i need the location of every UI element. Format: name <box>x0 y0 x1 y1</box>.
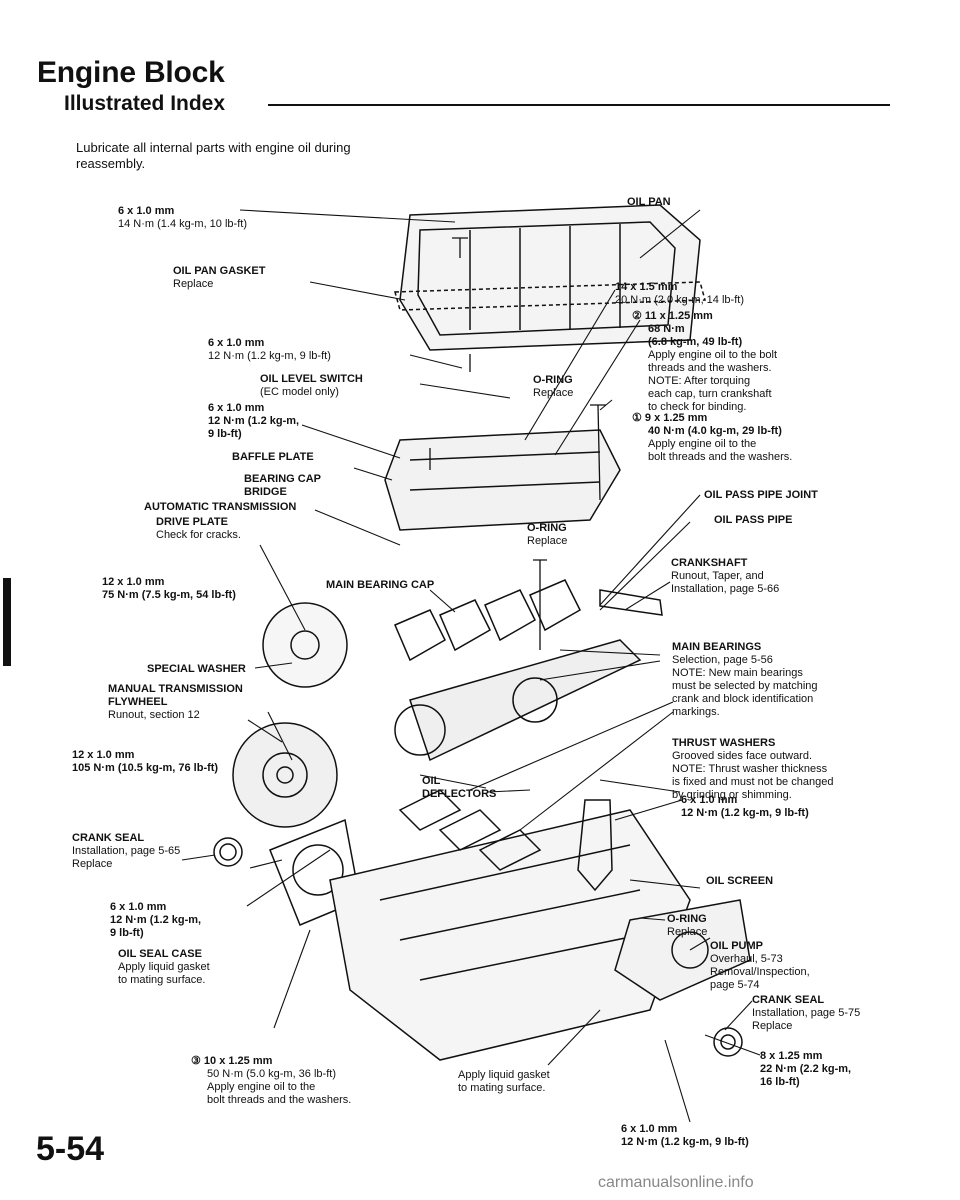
label-bolt-11x1-25: ② 11 x 1.25 mm 68 N·m (6.8 kg-m, 49 lb-f… <box>632 310 778 413</box>
oil-pump-shape <box>614 899 751 1001</box>
watermark: carmanualsonline.info <box>598 1174 754 1191</box>
label-main-bearing-cap: MAIN BEARING CAP <box>326 579 435 591</box>
crankshaft-shape <box>409 639 642 762</box>
page-title: Engine Block <box>37 56 225 89</box>
crank-seal-right-shape <box>713 1027 743 1057</box>
label-oil-screen: OIL SCREEN <box>706 875 774 887</box>
label-oil-pass-pipe: OIL PASS PIPE <box>714 514 793 526</box>
oil-pan-gasket-shape <box>394 281 706 311</box>
label-oil-pass-pipe-joint: OIL PASS PIPE JOINT <box>704 489 818 501</box>
label-baffle-plate: BAFFLE PLATE <box>232 451 314 463</box>
header-rule <box>268 104 890 106</box>
oil-pass-pipe-shape <box>599 589 663 616</box>
leader-lines <box>181 209 761 1123</box>
page-subtitle: Illustrated Index <box>64 92 226 115</box>
main-bearing-caps-shape <box>394 579 581 662</box>
label-bolt-9x1-25: ① 9 x 1.25 mm 40 N·m (4.0 kg-m, 29 lb-ft… <box>632 412 793 463</box>
label-oil-pan: OIL PAN <box>627 196 671 208</box>
baffle-plate-shape <box>384 429 621 531</box>
oil-screen-shape <box>577 799 613 892</box>
section-tab-marker <box>3 578 11 666</box>
label-automatic-transmission: AUTOMATIC TRANSMISSION <box>144 501 297 513</box>
intro-text: Lubricate all internal parts with engine… <box>76 140 351 171</box>
page-number: 5-54 <box>36 1130 105 1168</box>
engine-block-shape <box>329 809 691 1061</box>
label-manual-transmission: MANUAL TRANSMISSION <box>108 683 243 695</box>
label-oil-level-switch: OIL LEVEL SWITCH(EC model only) <box>260 373 363 398</box>
flywheel-shape <box>232 722 338 828</box>
bolts-shapes <box>429 237 606 650</box>
drive-plate-shape <box>262 602 348 688</box>
oil-pan-shape <box>399 204 701 351</box>
oil-deflectors-shape <box>398 789 542 871</box>
crank-seal-left-shape <box>213 837 243 867</box>
label-special-washer: SPECIAL WASHER <box>147 663 246 675</box>
